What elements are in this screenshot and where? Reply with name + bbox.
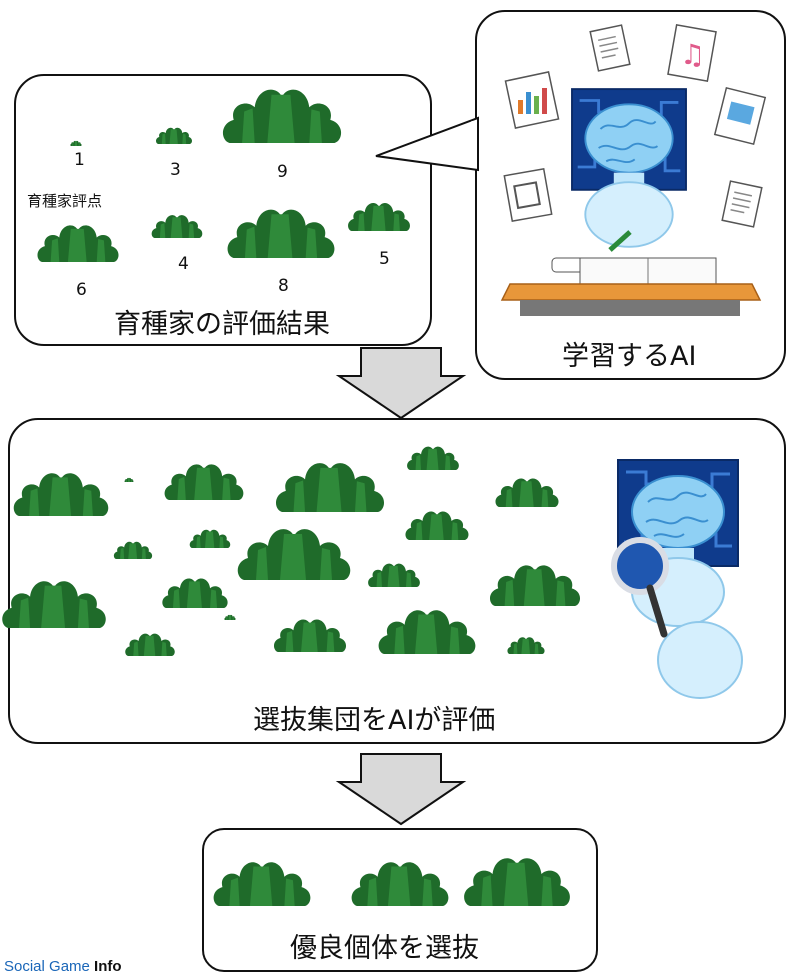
score-5: 5 [379, 249, 390, 269]
score-6: 6 [76, 280, 87, 300]
learning-ai-robot [570, 87, 688, 249]
bush-score-4 [151, 215, 203, 238]
score-9: 9 [277, 162, 288, 182]
evaluating-ai-robot [611, 458, 743, 699]
bush-score-8 [227, 209, 335, 258]
ai-panel-title: 学習するAI [562, 341, 697, 372]
film-doc-icon [503, 168, 553, 222]
svg-text:♫: ♫ [680, 38, 705, 71]
bush-score-6 [37, 225, 119, 262]
watermark: Social Game Info [4, 958, 122, 975]
speech-tail [375, 116, 479, 172]
down-arrow-1 [338, 347, 464, 419]
watermark-brand: Social Game [4, 958, 90, 975]
bush-score-1 [70, 140, 82, 146]
score-4: 4 [178, 254, 189, 274]
bush-score-3 [155, 127, 193, 144]
score-3: 3 [170, 160, 181, 180]
image-doc-icon [713, 86, 767, 146]
score-8: 8 [278, 276, 289, 296]
result-panel-title: 優良個体を選抜 [290, 933, 479, 964]
bush-score-9 [222, 89, 342, 143]
doc-icon-1 [589, 24, 631, 72]
music-icon: ♫ [667, 24, 717, 82]
doc-icon-2 [713, 174, 771, 234]
score-label: 育種家評点 [27, 192, 103, 210]
watermark-suffix: Info [94, 958, 122, 975]
population-bushes [2, 446, 581, 656]
bush-score-5 [348, 203, 410, 231]
breeder-panel-title: 育種家の評価結果 [114, 309, 330, 340]
study-desk [500, 230, 762, 316]
selected-bushes [213, 858, 570, 906]
down-arrow-2 [338, 753, 464, 825]
score-1: 1 [74, 150, 85, 170]
population-panel-title: 選抜集団をAIが評価 [253, 705, 496, 736]
bar-chart-doc-icon [504, 71, 560, 129]
breeder-panel [14, 74, 432, 346]
